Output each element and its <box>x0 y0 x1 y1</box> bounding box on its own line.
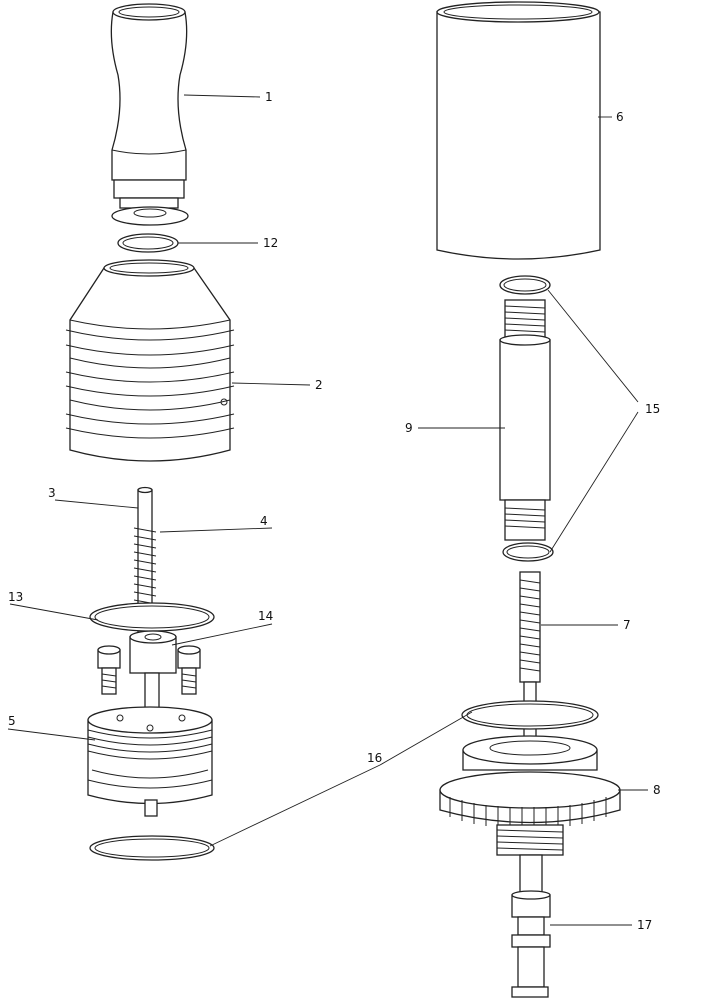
part-9-inner-tube <box>499 299 551 541</box>
part-2-cap <box>65 259 235 462</box>
part-16-oring-right <box>461 700 599 730</box>
label-12: 12 <box>263 236 279 250</box>
label-6: 6 <box>616 110 624 124</box>
label-15: 15 <box>645 402 661 416</box>
part-4-spring <box>133 527 157 605</box>
part-13-oring <box>89 602 215 632</box>
label-7: 7 <box>623 618 631 632</box>
label-17: 17 <box>637 918 653 932</box>
part-1-mouthpiece <box>110 3 189 226</box>
part-16-oring <box>89 835 215 861</box>
label-5: 5 <box>8 714 16 728</box>
label-1: 1 <box>265 90 273 104</box>
label-2: 2 <box>315 378 323 392</box>
label-9: 9 <box>405 421 413 435</box>
label-13: 13 <box>8 590 24 604</box>
part-8-knurled-nut <box>439 735 621 856</box>
part-5-base <box>87 706 213 817</box>
part-17-pin <box>511 854 551 998</box>
label-4: 4 <box>260 514 268 528</box>
part-14-nut <box>97 630 201 719</box>
leader-lines <box>7 94 648 926</box>
label-14: 14 <box>258 609 274 623</box>
part-6-sleeve <box>436 1 601 260</box>
label-16: 16 <box>367 751 383 765</box>
label-8: 8 <box>653 783 661 797</box>
label-3: 3 <box>48 486 56 500</box>
part-7-threaded-rod <box>519 571 541 761</box>
